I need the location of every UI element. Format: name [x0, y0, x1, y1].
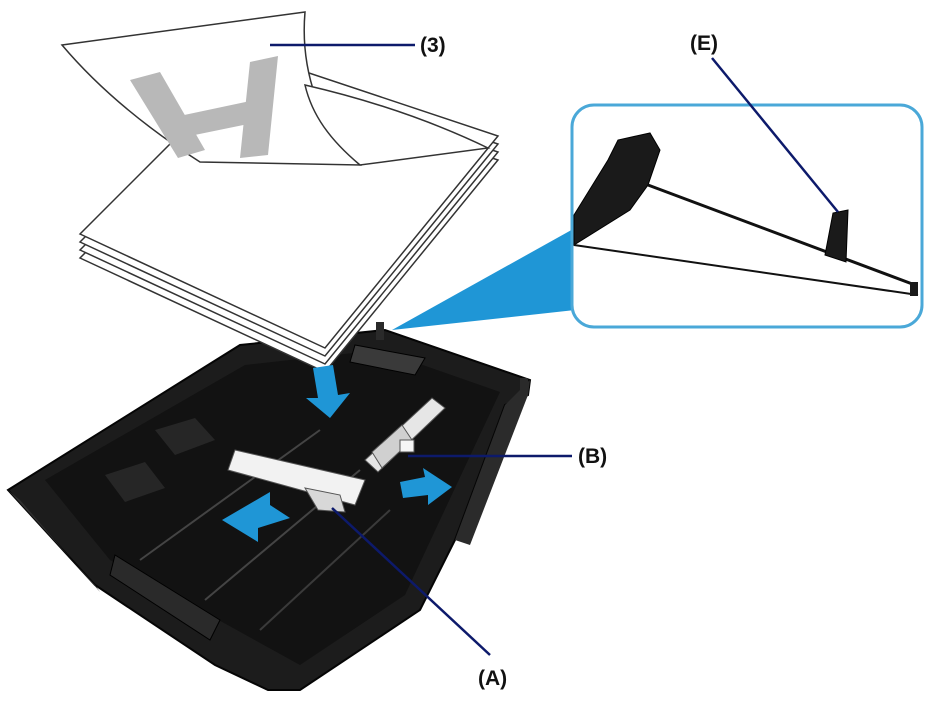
cassette-right-wall [455, 380, 530, 545]
paper-guide-a[interactable] [227, 449, 366, 513]
callout-tray-corner [573, 132, 661, 246]
arrow-icon [222, 365, 452, 542]
top-paper-curl [303, 83, 491, 166]
cassette-back-tab [520, 378, 528, 396]
cassette-handle [109, 554, 221, 641]
callout-zoom [392, 103, 924, 330]
callout-tab [910, 282, 918, 296]
cassette-recess [105, 462, 165, 502]
paper-guide-b[interactable] [364, 397, 446, 473]
callout-beam [392, 228, 575, 330]
paper-guide-a-bar [227, 449, 366, 506]
paper-guide-a-handle [303, 487, 346, 513]
label-paper: (3) [420, 34, 446, 57]
cassette-rear-block [349, 344, 426, 376]
label-guide-a: (A) [478, 667, 507, 690]
cassette-rail [259, 509, 391, 631]
arrow-icon [306, 365, 350, 418]
leader-line-e [711, 57, 839, 213]
callout-box [570, 103, 924, 329]
arrow-icon [400, 468, 452, 505]
leader-line-a [331, 507, 491, 656]
top-paper-sheet [60, 11, 491, 166]
arrow-icon [222, 492, 290, 542]
cassette-recess [155, 418, 215, 455]
cassette-back-tab [376, 322, 384, 340]
orientation-mark [130, 56, 278, 158]
leader-lines [270, 43, 839, 656]
label-guide-e: (E) [690, 32, 718, 55]
cassette-rail [139, 429, 321, 561]
paper-guide-e[interactable] [824, 209, 849, 263]
paper-guide-b-knob [399, 439, 415, 453]
callout-tray-edge [647, 183, 916, 287]
label-guide-b: (B) [578, 445, 607, 468]
callout-floor-edge [573, 244, 919, 296]
